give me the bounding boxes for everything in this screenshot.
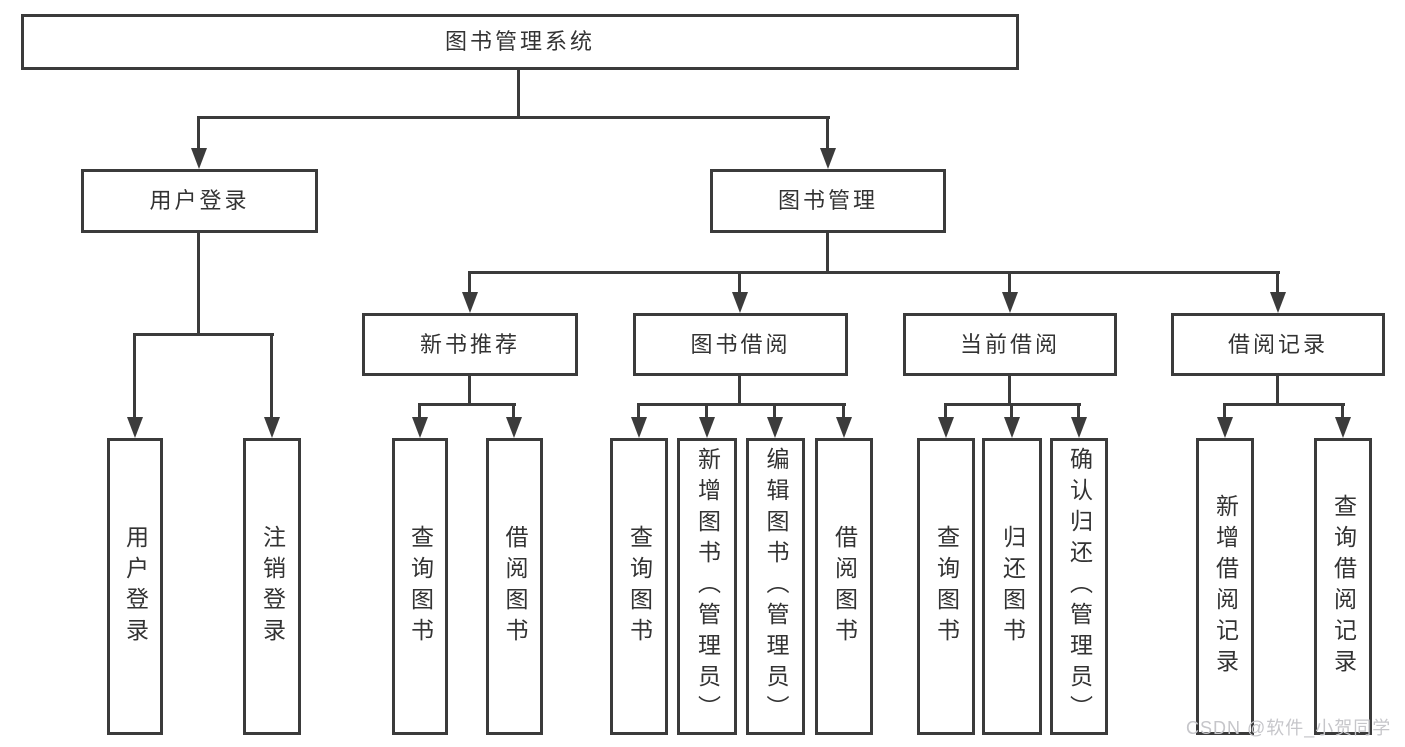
connector-line: [1223, 403, 1226, 421]
node-new-book-label: 新书推荐: [419, 331, 520, 357]
connector-line: [1008, 271, 1011, 296]
leaf-newbook-borrow: 借阅图书: [486, 438, 543, 735]
leaf-current-confirm-label: 确认归还（管理员）: [1066, 447, 1093, 726]
connector-line: [270, 333, 273, 421]
connector-line: [944, 403, 947, 421]
arrow-down-icon: [820, 148, 836, 169]
leaf-current-confirm: 确认归还（管理员）: [1050, 438, 1108, 735]
leaf-records-query: 查询借阅记录: [1314, 438, 1372, 735]
connector-line: [197, 116, 200, 152]
connector-line: [468, 271, 1280, 274]
leaf-user-login-label: 用户登录: [122, 524, 149, 649]
connector-line: [1008, 376, 1011, 406]
arrow-down-icon: [191, 148, 207, 169]
node-current-borrow: 当前借阅: [903, 313, 1117, 376]
leaf-borrow-edit-label: 编辑图书（管理员）: [763, 447, 789, 726]
leaf-borrow-edit: 编辑图书（管理员）: [746, 438, 805, 735]
leaf-borrow-borrow: 借阅图书: [815, 438, 873, 735]
arrow-down-icon: [1335, 417, 1351, 438]
leaf-borrow-query-label: 查询图书: [626, 524, 653, 649]
leaf-records-add: 新增借阅记录: [1196, 438, 1254, 735]
leaf-current-query-label: 查询图书: [933, 524, 960, 649]
watermark: CSDN @软件_小贺同学: [1186, 718, 1392, 738]
node-root: 图书管理系统: [21, 14, 1019, 70]
leaf-current-query: 查询图书: [917, 438, 975, 735]
arrow-down-icon: [264, 417, 280, 438]
connector-line: [1341, 403, 1344, 421]
arrow-down-icon: [1071, 417, 1087, 438]
arrow-down-icon: [1004, 417, 1020, 438]
node-book-borrow: 图书借阅: [633, 313, 848, 376]
node-book-manage-label: 图书管理: [777, 188, 878, 213]
leaf-records-query-label: 查询借阅记录: [1330, 493, 1357, 680]
leaf-logout-label: 注销登录: [259, 524, 286, 649]
node-book-manage: 图书管理: [710, 169, 946, 233]
connector-line: [517, 70, 520, 118]
arrow-down-icon: [699, 417, 715, 438]
connector-line: [738, 271, 741, 296]
connector-line: [1223, 403, 1345, 406]
arrow-down-icon: [836, 417, 852, 438]
connector-line: [738, 376, 741, 406]
leaf-records-add-label: 新增借阅记录: [1212, 493, 1239, 680]
connector-line: [1276, 376, 1279, 406]
connector-line: [133, 333, 136, 421]
connector-line: [468, 271, 471, 296]
connector-line: [705, 403, 708, 421]
leaf-current-return-label: 归还图书: [999, 524, 1026, 649]
node-user-login-label: 用户登录: [149, 188, 250, 213]
node-borrow-records: 借阅记录: [1171, 313, 1385, 376]
leaf-logout: 注销登录: [243, 438, 301, 735]
node-user-login: 用户登录: [81, 169, 318, 233]
connector-line: [418, 403, 516, 406]
connector-line: [133, 333, 274, 336]
connector-line: [842, 403, 845, 421]
connector-line: [637, 403, 640, 421]
leaf-borrow-query: 查询图书: [610, 438, 668, 735]
leaf-newbook-query-label: 查询图书: [407, 524, 434, 649]
connector-line: [826, 116, 829, 152]
arrow-down-icon: [462, 292, 478, 313]
node-book-borrow-label: 图书借阅: [690, 331, 791, 357]
connector-line: [468, 376, 471, 406]
leaf-user-login: 用户登录: [107, 438, 163, 735]
arrow-down-icon: [1270, 292, 1286, 313]
arrow-down-icon: [1002, 292, 1018, 313]
connector-line: [197, 116, 830, 119]
connector-line: [418, 403, 421, 421]
leaf-borrow-borrow-label: 借阅图书: [831, 524, 858, 649]
node-borrow-records-label: 借阅记录: [1227, 331, 1328, 357]
connector-line: [512, 403, 515, 421]
leaf-current-return: 归还图书: [982, 438, 1042, 735]
arrow-down-icon: [732, 292, 748, 313]
connector-line: [773, 403, 776, 421]
connector-line: [637, 403, 846, 406]
arrow-down-icon: [767, 417, 783, 438]
connector-line: [826, 233, 829, 274]
leaf-newbook-query: 查询图书: [392, 438, 448, 735]
arrow-down-icon: [506, 417, 522, 438]
leaf-borrow-add-label: 新增图书（管理员）: [694, 447, 721, 726]
node-root-label: 图书管理系统: [444, 29, 595, 54]
connector-line: [1077, 403, 1080, 421]
node-new-book: 新书推荐: [362, 313, 578, 376]
arrow-down-icon: [631, 417, 647, 438]
connector-line: [1010, 403, 1013, 421]
connector-line: [1276, 271, 1279, 296]
leaf-borrow-add: 新增图书（管理员）: [677, 438, 737, 735]
arrow-down-icon: [1217, 417, 1233, 438]
leaf-newbook-borrow-label: 借阅图书: [502, 524, 528, 649]
arrow-down-icon: [938, 417, 954, 438]
arrow-down-icon: [127, 417, 143, 438]
arrow-down-icon: [412, 417, 428, 438]
node-current-borrow-label: 当前借阅: [959, 331, 1060, 357]
connector-line: [197, 233, 200, 336]
